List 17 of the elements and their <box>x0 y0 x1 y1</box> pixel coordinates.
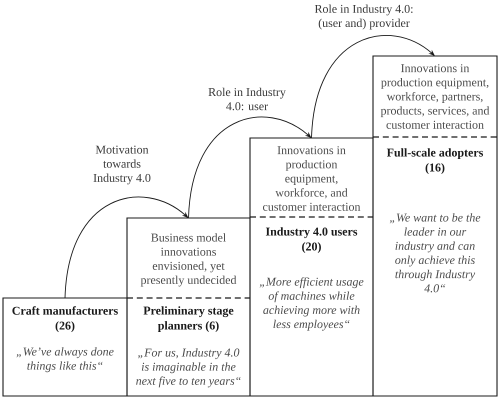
stage-heading: Preliminary stage planners (6) <box>144 306 234 332</box>
curved-arrow <box>311 35 435 138</box>
edge-label: Motivation towards Industry 4.0 <box>94 146 150 184</box>
edge-label: Role in Industry 4.0: user <box>208 88 286 110</box>
curved-arrow <box>64 196 188 298</box>
innovation-text: Business model innovations envisioned, yet presently undecided <box>140 233 236 287</box>
edge-label: Role in Industry 4.0: (user and) provider <box>314 4 413 30</box>
innovation-text: Innovations in production equipment, workforce, partners, products, services, and customer interaction <box>380 64 490 129</box>
quote-text: „More efficient usage of machines while achieving more with less employees“ <box>260 277 364 331</box>
stage-heading: Industry 4.0 users (20) <box>266 227 358 253</box>
curved-arrow <box>188 116 312 218</box>
quote-text: „We want to be the leader in our industry and can only achieve this through Industry 4.0“ <box>390 213 480 292</box>
quote-text: „We’ve always done things like this“ <box>16 347 114 372</box>
stage-heading: Full-scale adopters (16) <box>386 148 484 174</box>
innovation-text: Innovations in production equipment, workforce, and customer interaction <box>263 146 360 211</box>
quote-text: „For us, Industry 4.0 is imaginable in the next five to ten years“ <box>136 348 241 388</box>
stage-heading: Craft manufacturers (26) <box>12 306 118 332</box>
